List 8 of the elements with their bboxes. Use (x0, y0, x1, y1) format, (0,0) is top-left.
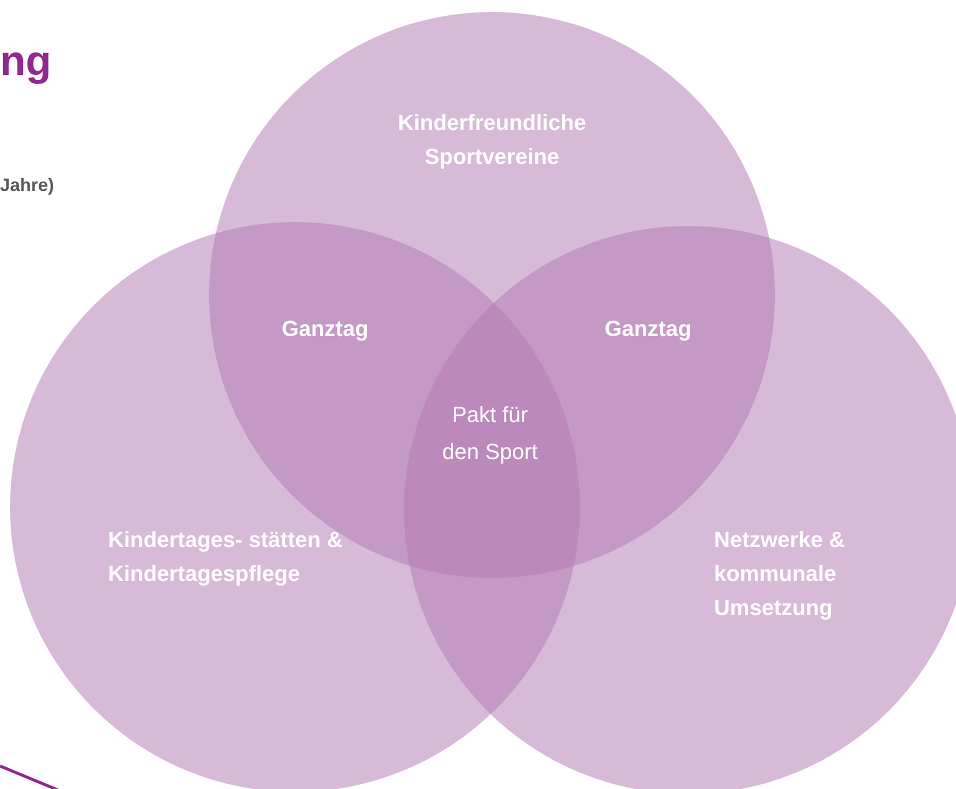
circle-label: Kindertages- stätten & Kindertagespflege (108, 526, 344, 588)
circle-label: Netzwerke & kommunale Umsetzung (714, 526, 846, 622)
circle-label: Kinderfreundliche Sportvereine (396, 109, 588, 171)
title: ng (0, 36, 52, 86)
subtitle-fragment: Jahre) (0, 174, 56, 197)
overlap-label: Ganztag (280, 315, 370, 343)
overlap-label: Pakt für den Sport (441, 401, 539, 466)
overlap-label: Ganztag (604, 315, 692, 343)
